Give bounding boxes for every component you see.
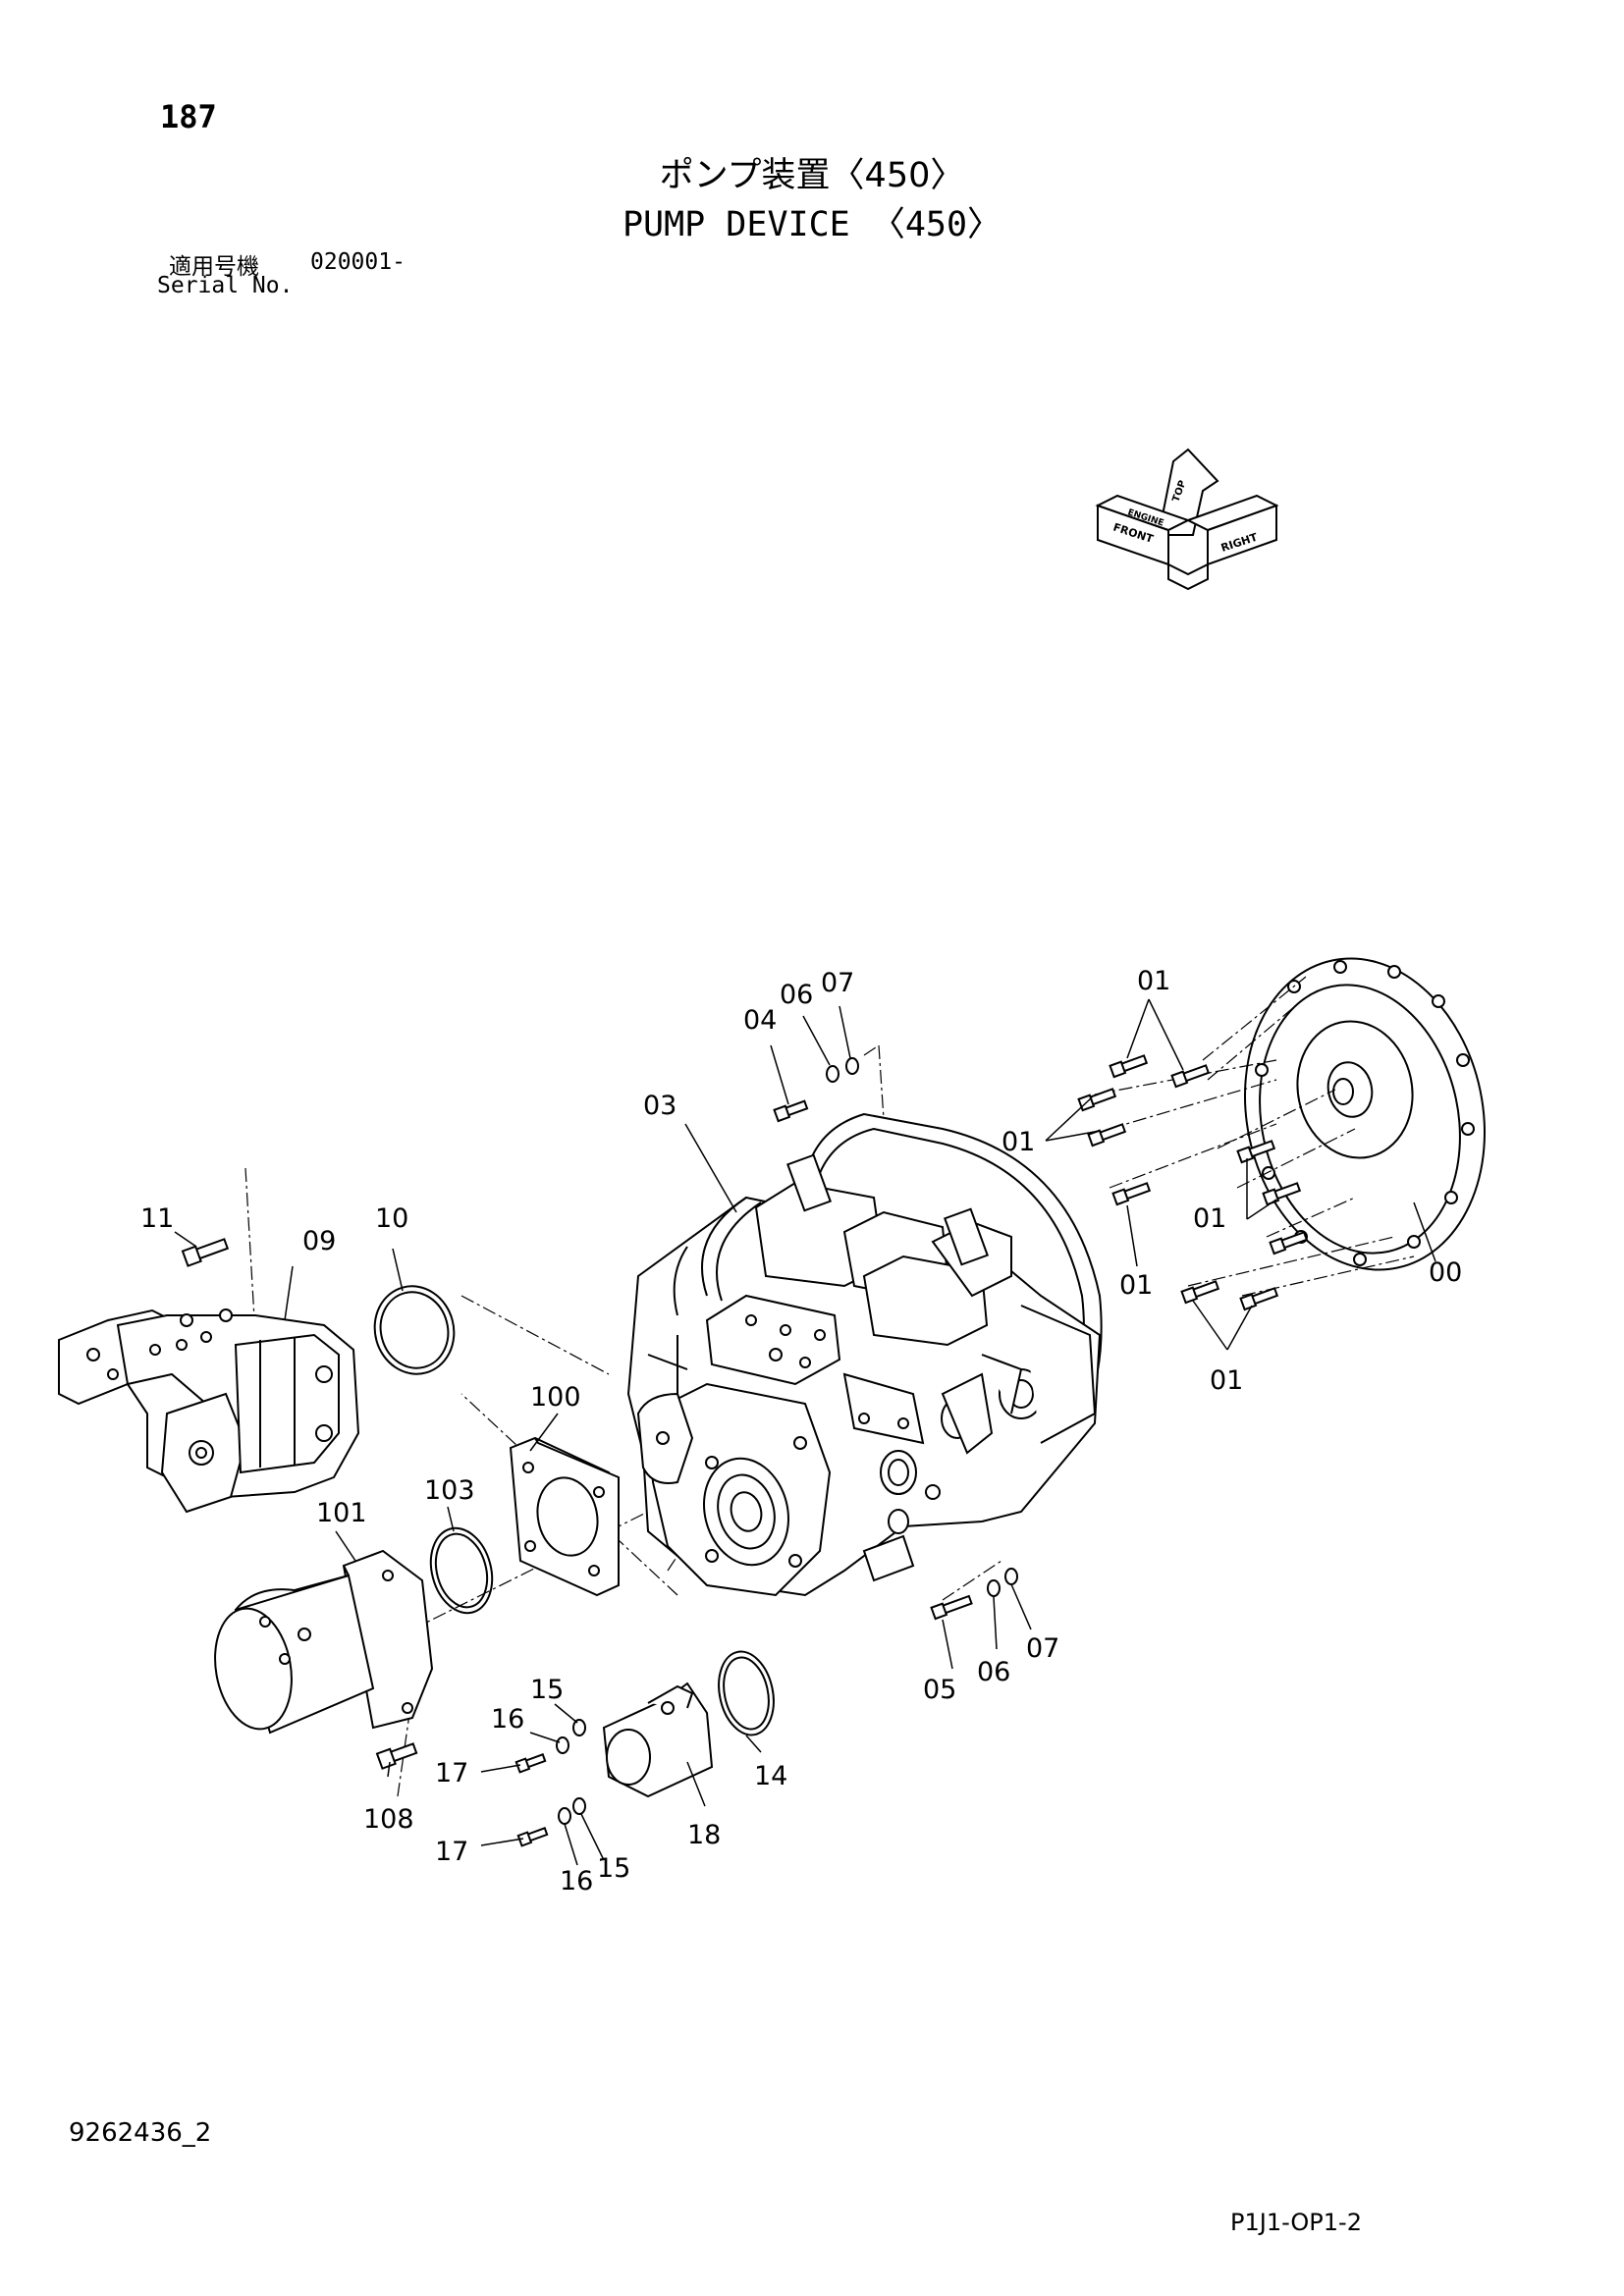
o-ring-part-103 [429, 1526, 494, 1615]
o-ring-part-14 [718, 1650, 775, 1736]
callout-04: 04 [743, 1005, 777, 1036]
o-ring-part-10 [373, 1285, 456, 1375]
callout-00: 00 [1429, 1257, 1462, 1288]
leader-lines [174, 998, 1436, 1866]
callout-01: 01 [1193, 1203, 1226, 1234]
serial-number-value: 020001- [310, 249, 406, 275]
callout-17: 17 [435, 1758, 468, 1789]
page-code: P1J1-OP1-2 [1230, 2209, 1362, 2236]
washer-part-06-top [826, 1065, 839, 1083]
page-title-english: PUMP DEVICE 〈450〉 [622, 205, 1002, 244]
serial-label-english: Serial No. [157, 273, 294, 298]
callout-101: 101 [316, 1498, 367, 1528]
callout-06: 06 [780, 980, 813, 1010]
callout-17: 17 [435, 1837, 468, 1867]
serial-label-japanese: 適用号機 [169, 254, 259, 280]
washer-part-07-bottom [1004, 1568, 1018, 1585]
page-number: 187 [160, 98, 217, 135]
washer-part-06-bottom [987, 1579, 1001, 1597]
washer-part-07-top [845, 1057, 859, 1075]
washer-part-16 [556, 1736, 571, 1825]
callout-07: 07 [821, 968, 854, 998]
callout-15: 15 [530, 1675, 564, 1705]
adapter-plate-part-100 [509, 1436, 621, 1597]
callout-10: 10 [375, 1203, 408, 1234]
callout-01: 01 [1137, 966, 1170, 996]
document-id: 9262436_2 [69, 2118, 212, 2148]
main-pump-part-03 [626, 1112, 1103, 1597]
callout-01: 01 [1001, 1127, 1035, 1157]
bolt-part-05 [930, 1594, 973, 1621]
callout-11: 11 [140, 1203, 174, 1234]
gear-pump-part-09 [58, 1308, 360, 1514]
screw-part-17 [514, 1753, 549, 1847]
flywheel-housing-part-00 [1243, 957, 1487, 1271]
callout-09: 09 [302, 1226, 336, 1256]
callout-01: 01 [1210, 1365, 1243, 1396]
callout-07: 07 [1026, 1633, 1059, 1664]
callout-16: 16 [491, 1704, 524, 1735]
washer-part-15 [572, 1719, 586, 1815]
callout-05: 05 [923, 1675, 956, 1705]
callout-103: 103 [424, 1475, 475, 1506]
solenoid-valve-part-18 [602, 1682, 714, 1798]
callout-100: 100 [530, 1382, 581, 1413]
bolt-part-04 [773, 1099, 809, 1123]
page-title-japanese: ポンプ装置〈450〉 [659, 156, 965, 195]
orientation-icon: FRONT ENGINE RIGHT TOP [1095, 448, 1279, 591]
callout-03: 03 [643, 1091, 677, 1121]
callout-18: 18 [687, 1820, 721, 1850]
callout-labels: 01 01 01 01 01 00 03 04 06 07 11 09 10 1… [140, 966, 1462, 1896]
callout-14: 14 [754, 1761, 787, 1791]
bolt-part-108 [375, 1742, 418, 1770]
callout-15: 15 [597, 1853, 630, 1884]
callout-16: 16 [560, 1866, 593, 1896]
callout-108: 108 [363, 1804, 414, 1835]
callout-06: 06 [977, 1657, 1010, 1687]
motor-part-101 [214, 1549, 434, 1735]
bolt-part-11 [181, 1238, 230, 1267]
bolt-set-01 [1077, 1054, 1309, 1311]
callout-01: 01 [1119, 1270, 1153, 1301]
